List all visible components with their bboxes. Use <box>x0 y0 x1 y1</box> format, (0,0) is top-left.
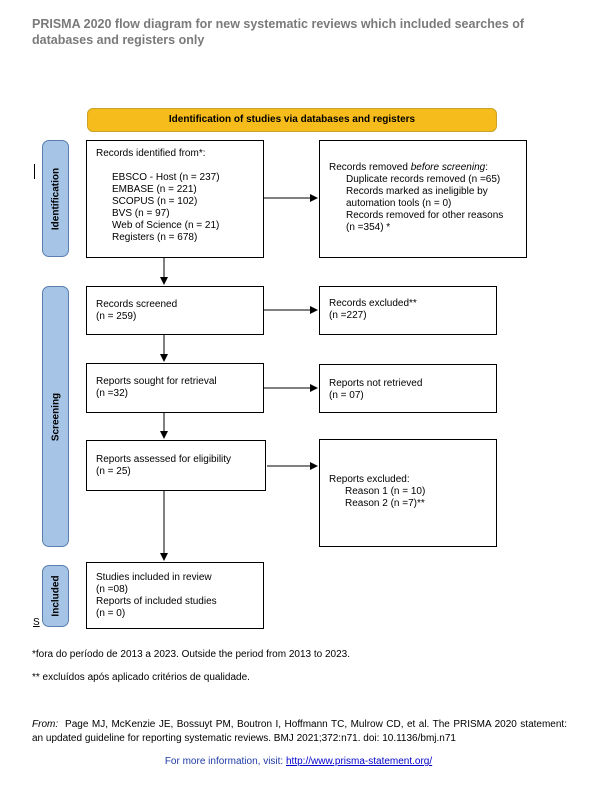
page-title: PRISMA 2020 flow diagram for new systema… <box>32 17 525 47</box>
citation-text: Page MJ, McKenzie JE, Bossuyt PM, Boutro… <box>32 719 567 744</box>
records-removed-heading: Records removed before screening: <box>329 162 517 174</box>
records-identified-heading: Records identified from*: <box>96 148 206 159</box>
reports-assessed-count: (n = 25) <box>96 466 131 477</box>
records-removed-box: Records removed before screening: Duplic… <box>319 140 527 258</box>
removed-item: (n =354) * <box>346 222 391 233</box>
reports-assessed-box: Reports assessed for eligibility (n = 25… <box>86 440 266 491</box>
records-excluded-box: Records excluded** (n =227) <box>319 286 497 335</box>
source-item: SCOPUS (n = 102) <box>112 196 198 207</box>
records-identified-box: Records identified from*: EBSCO - Host (… <box>86 140 264 258</box>
studies-included-box: Studies included in review (n =08) Repor… <box>86 562 264 629</box>
records-screened-count: (n = 259) <box>96 311 137 322</box>
exclusion-reason: Reason 1 (n = 10) <box>345 486 426 497</box>
records-screened-label: Records screened <box>96 299 178 310</box>
citation-from: From: <box>32 719 59 730</box>
citation: From: Page MJ, McKenzie JE, Bossuyt PM, … <box>32 718 567 746</box>
reports-assessed-label: Reports assessed for eligibility <box>96 454 232 465</box>
source-item: BVS (n = 97) <box>112 208 170 219</box>
reports-not-retrieved-box: Reports not retrieved (n = 07) <box>319 364 497 413</box>
reports-sought-box: Reports sought for retrieval (n =32) <box>86 363 264 413</box>
reports-excluded-heading: Reports excluded: <box>329 474 410 485</box>
section-banner: Identification of studies via databases … <box>87 108 497 132</box>
reports-sought-label: Reports sought for retrieval <box>96 376 217 387</box>
heading-prefix: Records removed <box>329 162 411 173</box>
stage-screening: Screening <box>42 286 69 547</box>
heading-suffix: : <box>485 162 488 173</box>
source-item: Web of Science (n = 21) <box>112 220 220 231</box>
more-info: For more information, visit: http://www.… <box>0 756 597 767</box>
removed-item: Records marked as ineligible by <box>346 186 488 197</box>
removed-item: Records removed for other reasons <box>346 210 504 221</box>
records-excluded-label: Records excluded** <box>329 298 417 309</box>
stage-included: Included <box>42 565 69 627</box>
studies-included-count: (n =08) <box>96 584 128 595</box>
margin-tick <box>34 164 35 179</box>
removed-item: Duplicate records removed (n =65) <box>346 174 501 185</box>
page-marker: S <box>33 617 40 628</box>
reports-not-retrieved-label: Reports not retrieved <box>329 378 423 389</box>
more-info-prefix: For more information, visit: <box>164 756 286 767</box>
source-item: EBSCO - Host (n = 237) <box>112 172 220 183</box>
exclusion-reason: Reason 2 (n =7)** <box>345 498 425 509</box>
source-item: Registers (n = 678) <box>112 232 198 243</box>
reports-sought-count: (n =32) <box>96 388 128 399</box>
heading-italic: before screening <box>410 162 486 173</box>
stage-identification: Identification <box>42 140 69 257</box>
reports-included-label: Reports of included studies <box>96 596 217 607</box>
reports-excluded-box: Reports excluded: Reason 1 (n = 10) Reas… <box>319 439 497 547</box>
source-item: EMBASE (n = 221) <box>112 184 197 195</box>
records-excluded-count: (n =227) <box>329 310 367 321</box>
removed-item: automation tools (n = 0) <box>346 198 452 209</box>
prisma-link[interactable]: http://www.prisma-statement.org/ <box>285 756 433 767</box>
records-screened-box: Records screened (n = 259) <box>86 286 264 335</box>
reports-included-count: (n = 0) <box>96 608 126 619</box>
studies-included-label: Studies included in review <box>96 572 212 583</box>
footnote: *fora do período de 2013 a 2023. Outside… <box>32 649 351 660</box>
reports-not-retrieved-count: (n = 07) <box>329 390 364 401</box>
footnote: ** excluídos após aplicado critérios de … <box>32 672 250 683</box>
